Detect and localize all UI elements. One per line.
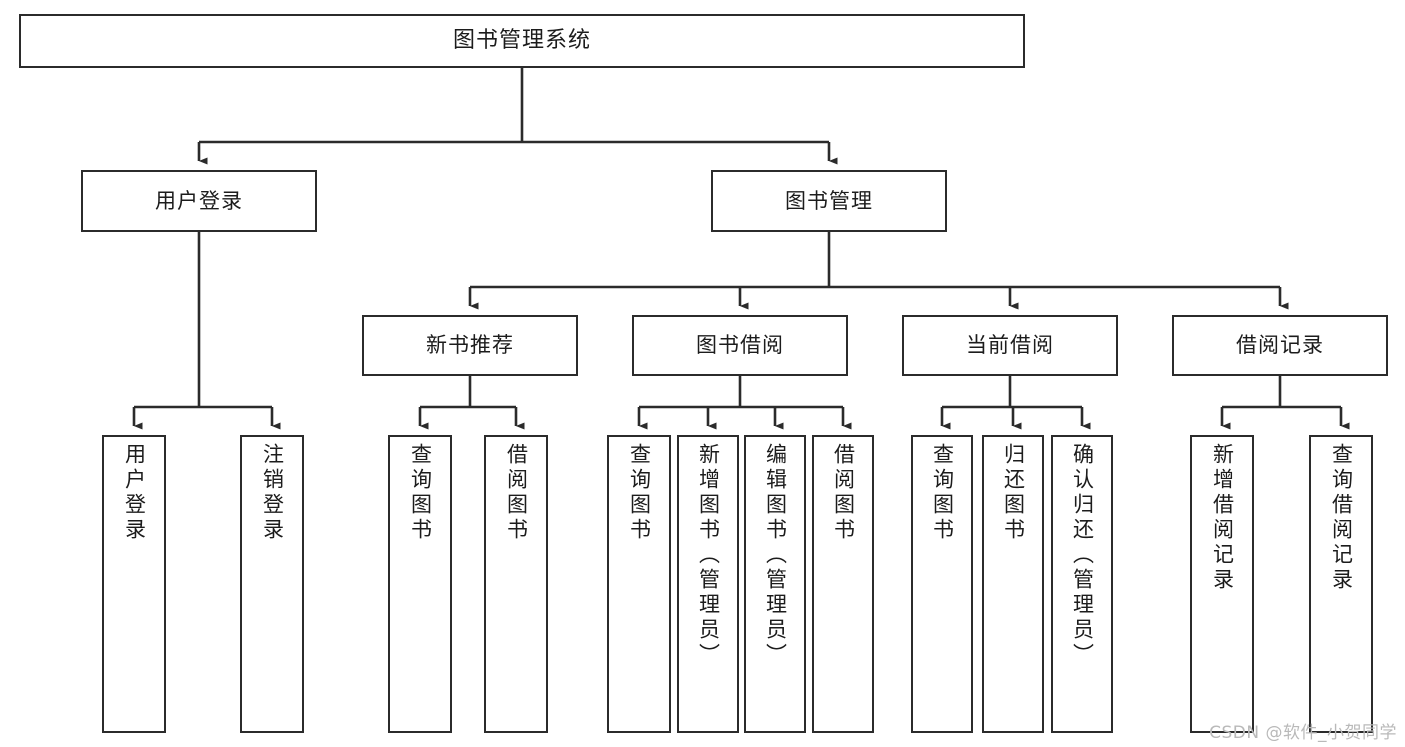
node-new-book-recommend[interactable]: 新书推荐: [362, 315, 578, 376]
node-leaf-query-book-borrow[interactable]: 查询图书: [607, 435, 671, 733]
node-label: 查询图书: [930, 443, 955, 543]
node-label: 用户登录: [122, 443, 147, 543]
node-leaf-query-borrow-record[interactable]: 查询借阅记录: [1309, 435, 1373, 733]
node-label: 图书借阅: [696, 333, 784, 358]
node-leaf-return-book[interactable]: 归还图书: [982, 435, 1044, 733]
node-borrow-record[interactable]: 借阅记录: [1172, 315, 1388, 376]
node-label: 编辑图书（管理员）: [763, 443, 788, 668]
node-leaf-confirm-return-admin[interactable]: 确认归还（管理员）: [1051, 435, 1113, 733]
node-label: 图书管理系统: [452, 28, 591, 54]
node-leaf-add-borrow-record[interactable]: 新增借阅记录: [1190, 435, 1254, 733]
node-label: 注销登录: [260, 443, 285, 543]
node-book-borrow[interactable]: 图书借阅: [632, 315, 848, 376]
node-label: 新增图书（管理员）: [696, 443, 721, 668]
node-current-borrow[interactable]: 当前借阅: [902, 315, 1118, 376]
node-leaf-borrow-book[interactable]: 借阅图书: [812, 435, 874, 733]
node-label: 图书管理: [785, 188, 873, 213]
node-label: 新增借阅记录: [1210, 443, 1235, 593]
node-label: 用户登录: [155, 188, 243, 213]
node-book-management[interactable]: 图书管理: [711, 170, 947, 232]
node-label: 查询图书: [627, 443, 652, 543]
node-label: 查询借阅记录: [1329, 443, 1354, 593]
node-label: 借阅记录: [1236, 333, 1324, 358]
node-leaf-add-book-admin[interactable]: 新增图书（管理员）: [677, 435, 739, 733]
node-leaf-query-book-rec[interactable]: 查询图书: [388, 435, 452, 733]
node-label: 确认归还（管理员）: [1070, 443, 1095, 668]
node-leaf-user-login[interactable]: 用户登录: [102, 435, 166, 733]
node-label: 当前借阅: [966, 333, 1054, 358]
node-user-login[interactable]: 用户登录: [81, 170, 317, 232]
node-label: 借阅图书: [831, 443, 856, 543]
node-label: 查询图书: [408, 443, 433, 543]
node-leaf-edit-book-admin[interactable]: 编辑图书（管理员）: [744, 435, 806, 733]
node-leaf-borrow-book-rec[interactable]: 借阅图书: [484, 435, 548, 733]
node-label: 归还图书: [1001, 443, 1026, 543]
node-label: 借阅图书: [504, 443, 529, 543]
node-root-system[interactable]: 图书管理系统: [19, 14, 1025, 68]
node-label: 新书推荐: [426, 333, 514, 358]
node-leaf-query-book-current[interactable]: 查询图书: [911, 435, 973, 733]
node-leaf-logout[interactable]: 注销登录: [240, 435, 304, 733]
